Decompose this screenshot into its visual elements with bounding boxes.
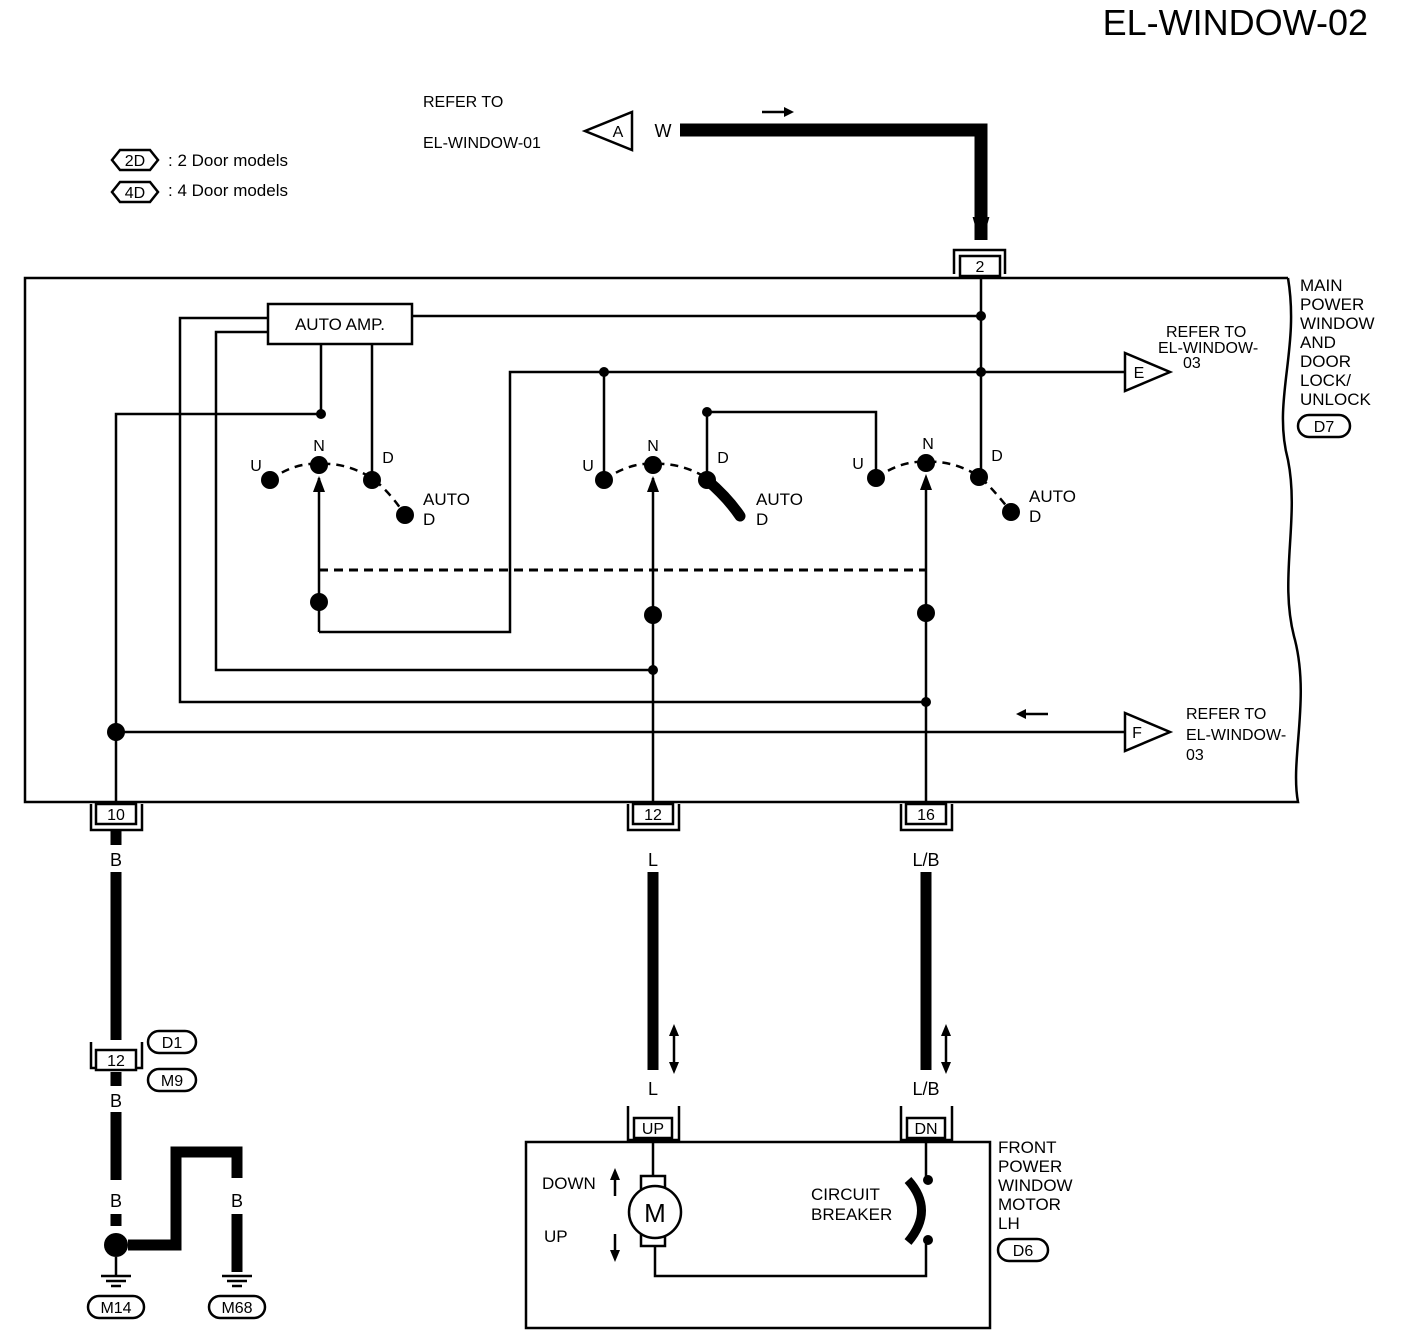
- refer-e-line3: 03: [1183, 355, 1201, 372]
- wire-l-label-1: L: [648, 850, 658, 870]
- connector-f-arrow: [1123, 711, 1174, 753]
- switch3-u: U: [852, 456, 864, 473]
- refer-el-window-03-e: E REFER TO EL-WINDOW- 03: [1123, 324, 1258, 393]
- legend: 2D : 2 Door models 4D : 4 Door models: [110, 148, 288, 204]
- motor-symbol: M: [644, 1198, 666, 1228]
- terminal-2-label: 2: [976, 259, 985, 276]
- motor-label-line4: MOTOR: [998, 1195, 1061, 1214]
- connector-e-arrow: [1123, 351, 1174, 393]
- circuit-breaker-line1: CIRCUIT: [811, 1185, 880, 1204]
- motor-down-label: DOWN: [542, 1174, 596, 1193]
- switch1-auto: AUTO: [423, 490, 470, 509]
- switch3-n: N: [922, 436, 934, 453]
- wire-b-label-4: B: [170, 1191, 182, 1211]
- connector-d7-label: D7: [1314, 419, 1335, 436]
- refer-top-line1: REFER TO: [423, 94, 503, 111]
- terminal-16-label: 16: [917, 807, 935, 824]
- main-switch-line-4: AND: [1300, 333, 1336, 352]
- terminal-12: 12: [626, 802, 681, 832]
- wire-l-label-2: L: [648, 1079, 658, 1099]
- switch1-n: N: [313, 438, 325, 455]
- connector-d1-label: D1: [162, 1035, 183, 1052]
- refer-el-window-01: REFER TO EL-WINDOW-01 A W W: [423, 94, 990, 240]
- wire-b-label-2: B: [110, 1091, 122, 1111]
- wire-lb-label-1: L/B: [912, 850, 939, 870]
- wire-b-left: B 12 D1 M9 B B M14 B B M68: [86, 830, 267, 1320]
- motor-label-line5: LH: [998, 1214, 1020, 1233]
- switch1-d: D: [382, 450, 394, 467]
- terminal-2: 2: [952, 248, 1007, 278]
- wire-b-label-1: B: [110, 850, 122, 870]
- legend-tag-2d: 2D: [125, 153, 145, 170]
- window-switch-1: U N D AUTO D: [250, 438, 470, 611]
- connector-a-arrow: [581, 110, 634, 152]
- legend-desc-4d: : 4 Door models: [168, 181, 288, 200]
- connector-f-label: F: [1132, 725, 1142, 742]
- auto-amp-box: [266, 302, 414, 346]
- switch3-auto-d: D: [1029, 507, 1041, 526]
- ground-m68-label: M68: [221, 1300, 252, 1317]
- diagram-title: EL-WINDOW-02: [1103, 2, 1368, 43]
- switch2-auto: AUTO: [756, 490, 803, 509]
- terminal-12-label: 12: [644, 807, 662, 824]
- switch3-d: D: [991, 448, 1003, 465]
- switch2-d: D: [717, 450, 729, 467]
- terminal-16: 16: [899, 802, 954, 832]
- switch1-auto-d: D: [423, 510, 435, 529]
- circuit-breaker-line2: BREAKER: [811, 1205, 892, 1224]
- front-power-window-motor: M DOWN UP CIRCUIT BREAKER FRONT POWER WI…: [524, 1138, 1073, 1330]
- refer-e-line1: REFER TO: [1166, 324, 1246, 341]
- refer-f-line3: 03: [1186, 747, 1204, 764]
- auto-amp-label: AUTO AMP.: [295, 315, 385, 334]
- terminal-dn-label: DN: [914, 1121, 937, 1138]
- connector-e-label: E: [1134, 365, 1145, 382]
- refer-f-line1: REFER TO: [1186, 706, 1266, 723]
- main-switch-line-6: LOCK/: [1300, 371, 1351, 390]
- legend-desc-2d: : 2 Door models: [168, 151, 288, 170]
- joint-terminal-label: 12: [107, 1053, 125, 1070]
- ground-m14-label: M14: [100, 1300, 131, 1317]
- refer-top-line2: EL-WINDOW-01: [423, 135, 541, 152]
- switch2-u: U: [582, 458, 594, 475]
- motor-label-line1: FRONT: [998, 1138, 1057, 1157]
- refer-el-window-03-f: F REFER TO EL-WINDOW- 03: [1016, 706, 1286, 764]
- legend-tag-4d: 4D: [125, 185, 145, 202]
- main-switch-line-5: DOOR: [1300, 352, 1351, 371]
- refer-f-line2: EL-WINDOW-: [1186, 727, 1286, 744]
- wire-b-label-3: B: [110, 1191, 122, 1211]
- wire-b-label-5: B: [231, 1191, 243, 1211]
- main-switch-line-1: MAIN: [1300, 276, 1343, 295]
- connector-m9-label: M9: [161, 1073, 183, 1090]
- main-switch-line-7: UNLOCK: [1300, 390, 1372, 409]
- wire-w-label-vertical: W: [973, 214, 990, 234]
- refer-e-line2: EL-WINDOW-: [1158, 340, 1258, 357]
- wire-w-label-top: W: [655, 121, 672, 141]
- wire-lb-label-2: L/B: [912, 1079, 939, 1099]
- switch2-n: N: [647, 438, 659, 455]
- window-switch-3: U N D AUTO D: [852, 436, 1076, 622]
- terminal-up-label: UP: [642, 1121, 664, 1138]
- main-switch-box: [23, 276, 1302, 804]
- wire-lb: L/B L/B DN: [899, 850, 954, 1142]
- wire-l: L L UP: [626, 850, 681, 1142]
- switch1-u: U: [250, 458, 262, 475]
- main-switch-line-3: WINDOW: [1300, 314, 1375, 333]
- motor-label-line3: WINDOW: [998, 1176, 1073, 1195]
- terminal-10-label: 10: [107, 807, 125, 824]
- motor-up-label: UP: [544, 1227, 568, 1246]
- motor-label-line2: POWER: [998, 1157, 1062, 1176]
- internal-wiring: [107, 276, 1125, 802]
- switch3-auto: AUTO: [1029, 487, 1076, 506]
- window-switch-2: U N D AUTO D: [582, 438, 803, 624]
- connector-a-label: A: [613, 124, 624, 141]
- main-switch-line-2: POWER: [1300, 295, 1364, 314]
- main-switch-label: MAIN POWER WINDOW AND DOOR LOCK/ UNLOCK …: [1296, 276, 1375, 439]
- terminal-10: 10: [89, 802, 144, 832]
- switch2-auto-d: D: [756, 510, 768, 529]
- connector-d6-label: D6: [1013, 1243, 1034, 1260]
